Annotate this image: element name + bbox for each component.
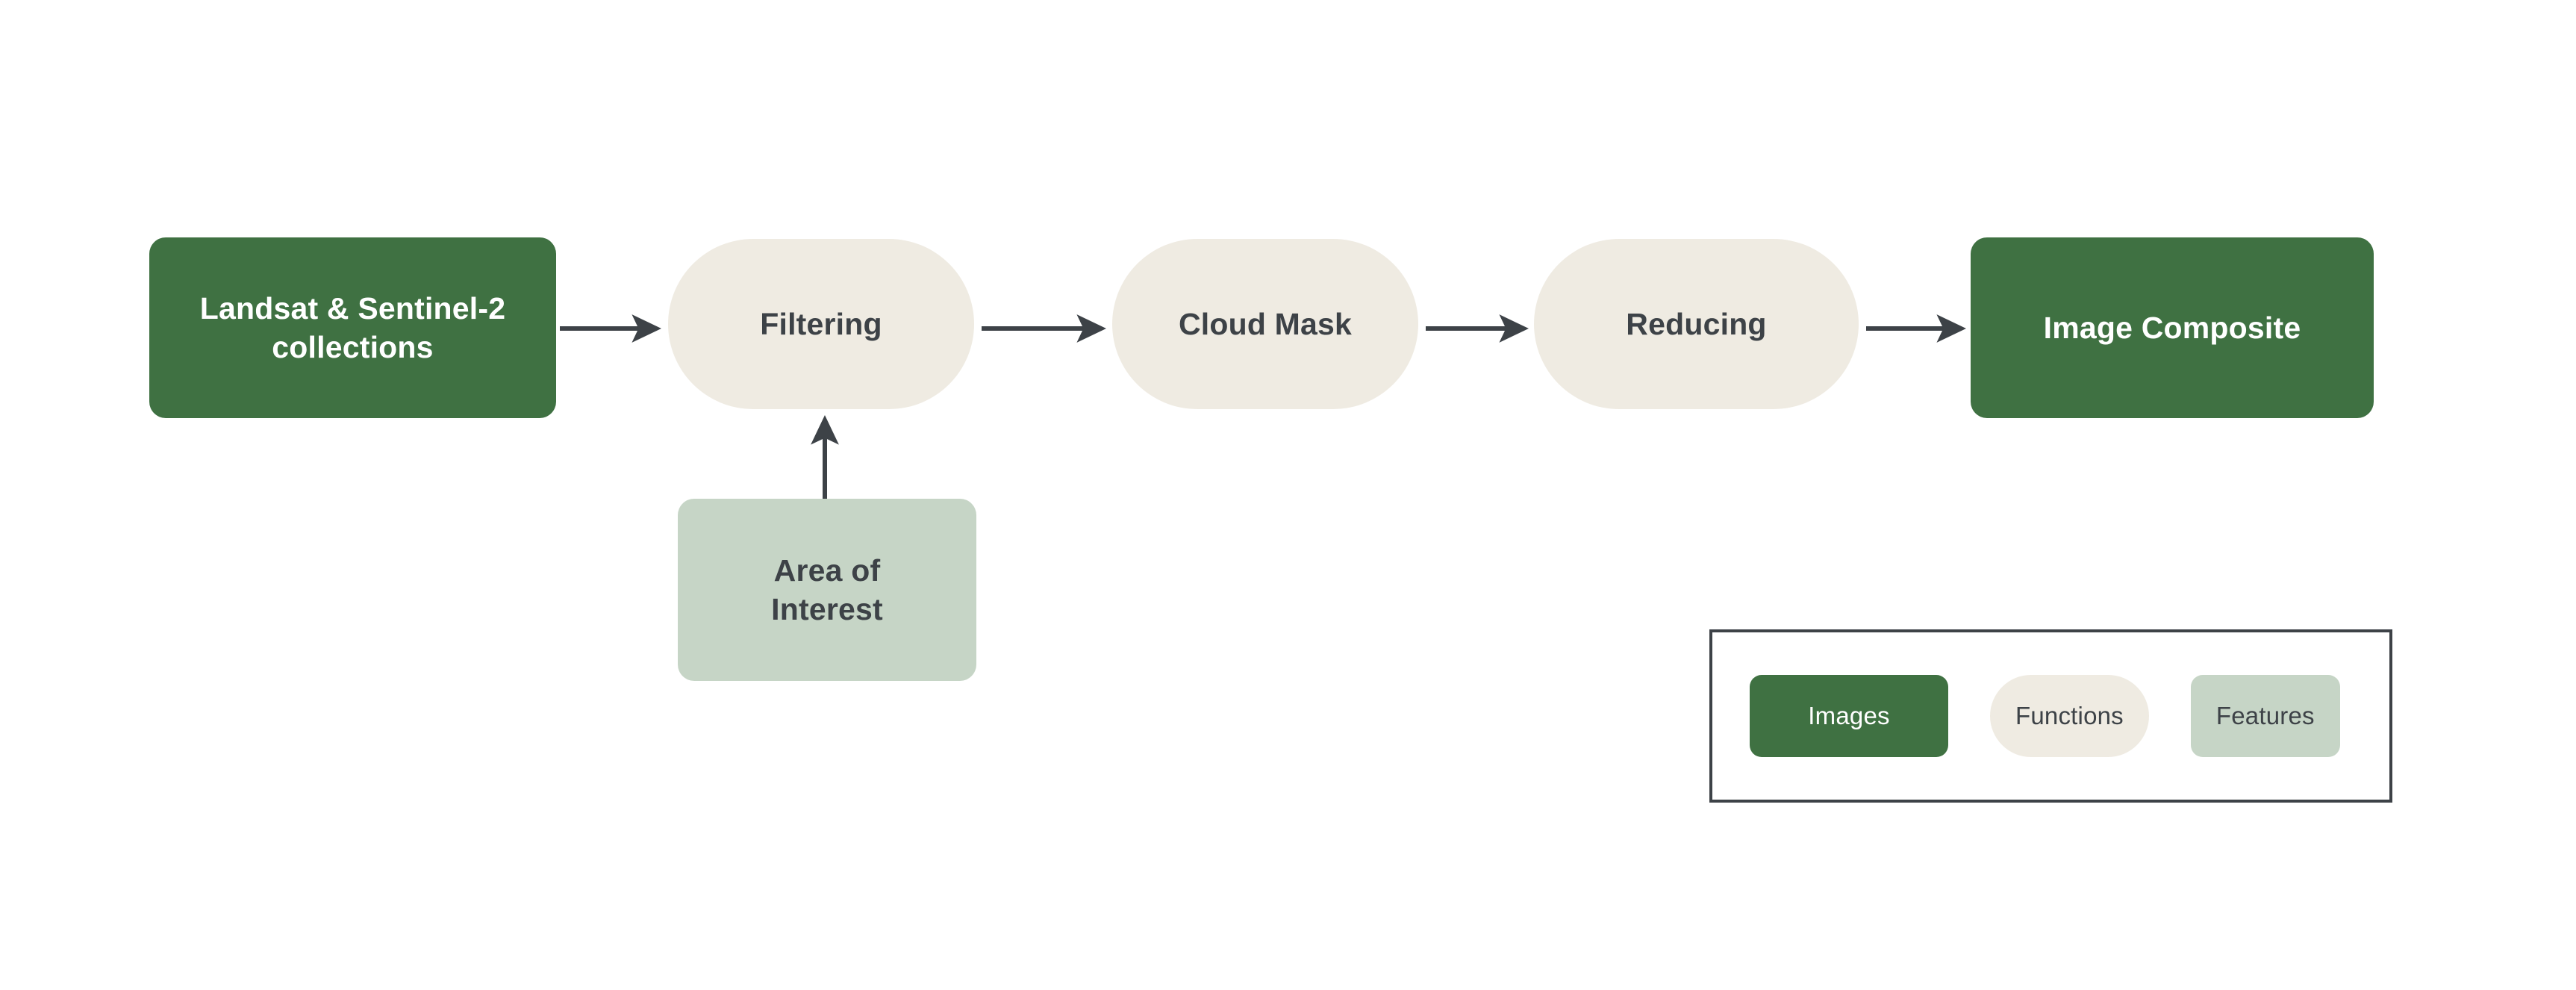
node-image-composite[interactable]: Image Composite <box>1971 237 2374 418</box>
legend-item-label: Images <box>1808 702 1890 729</box>
node-label: Area of Interest <box>771 552 883 626</box>
node-filtering[interactable]: Filtering <box>668 239 974 409</box>
node-label: Reducing <box>1626 306 1767 341</box>
node-label: Landsat & Sentinel-2 collections <box>199 290 506 364</box>
legend-item-label: Functions <box>2015 702 2124 729</box>
legend-item-label: Features <box>2215 702 2315 729</box>
legend-item-functions[interactable]: Functions <box>1990 675 2149 757</box>
node-label: Image Composite <box>2043 310 2301 345</box>
node-area-of-interest[interactable]: Area of Interest <box>678 499 976 681</box>
node-label: Filtering <box>760 306 882 341</box>
node-cloud-mask[interactable]: Cloud Mask <box>1112 239 1418 409</box>
node-reducing[interactable]: Reducing <box>1534 239 1859 409</box>
legend-item-features[interactable]: Features <box>2190 675 2340 757</box>
legend-box: Images Functions Features <box>1709 629 2392 803</box>
legend-item-images[interactable]: Images <box>1750 675 1948 757</box>
node-landsat-sentinel-collections[interactable]: Landsat & Sentinel-2 collections <box>149 237 556 418</box>
node-label: Cloud Mask <box>1178 306 1353 341</box>
